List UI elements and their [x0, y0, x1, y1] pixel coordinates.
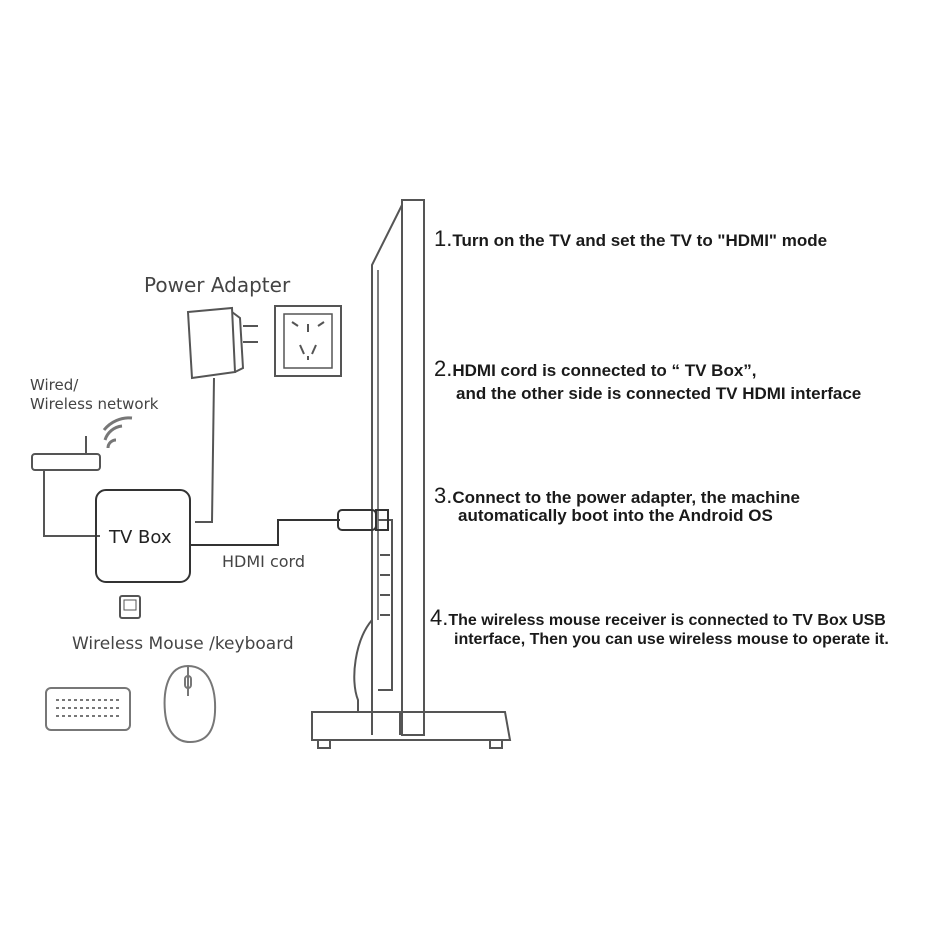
step-1-text: Turn on the TV and set the TV to "HDMI" …: [452, 231, 828, 250]
step-1: 1.Turn on the TV and set the TV to "HDMI…: [434, 226, 827, 252]
power-adapter-icon: [186, 306, 258, 523]
tv-side-view: [311, 199, 512, 749]
step-4-number: 4.: [430, 605, 449, 630]
wifi-signal-icon: [102, 416, 133, 449]
usb-receiver-icon: [119, 595, 141, 619]
step-2-text-line1: HDMI cord is connected to “ TV Box”,: [452, 361, 757, 380]
step-3-text-line1: Connect to the power adapter, the machin…: [452, 488, 800, 507]
tv-box-device: [95, 489, 191, 583]
step-2-number: 2.: [434, 356, 453, 381]
step-2: 2.HDMI cord is connected to “ TV Box”,: [434, 356, 757, 382]
wall-socket-icon: [274, 305, 342, 377]
step-4-text-line2: interface, Then you can use wireless mou…: [454, 631, 889, 648]
step-1-number: 1.: [434, 226, 453, 251]
hdmi-cord-line: [190, 509, 389, 546]
network-label-line1: Wired/: [30, 376, 79, 394]
step-4: 4.The wireless mouse receiver is connect…: [430, 605, 886, 631]
step-4-text-line1: The wireless mouse receiver is connected…: [448, 612, 886, 629]
step-3-number: 3.: [434, 483, 453, 508]
hdmi-cord-label: HDMI cord: [222, 552, 305, 571]
tv-box-label: TV Box: [109, 527, 172, 548]
power-adapter-label: Power Adapter: [144, 273, 291, 297]
mouse-keyboard-label: Wireless Mouse /keyboard: [72, 634, 294, 654]
step-3-text-line2: automatically boot into the Android OS: [458, 506, 773, 525]
mouse-icon: [163, 664, 217, 744]
step-3: 3.Connect to the power adapter, the mach…: [434, 483, 800, 509]
network-label-line2: Wireless network: [30, 395, 159, 413]
keyboard-icon: [45, 687, 131, 731]
step-2-text-line2: and the other side is connected TV HDMI …: [456, 384, 862, 403]
router-icon: [31, 436, 101, 537]
